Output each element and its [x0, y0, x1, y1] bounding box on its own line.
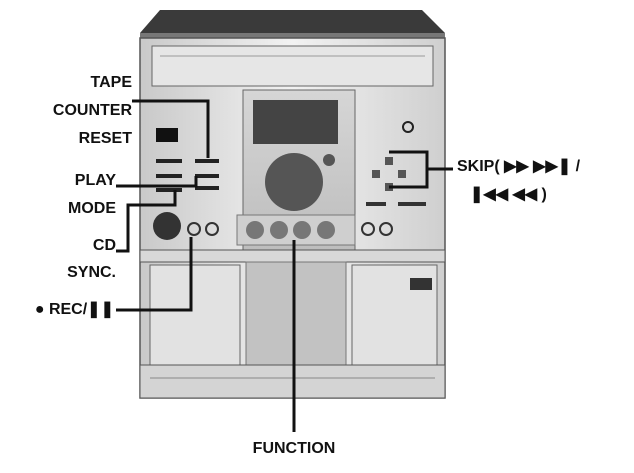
- knob-row: [236, 214, 356, 246]
- mode-label: MODE: [68, 200, 116, 217]
- tape-label: TAPE: [90, 74, 132, 91]
- play-label: PLAY: [74, 172, 116, 189]
- counter-label: COUNTER: [52, 102, 132, 119]
- rec-pause-label: ● REC/❚❚: [34, 301, 114, 318]
- reset-label: RESET: [78, 130, 132, 147]
- volume-knob: [153, 212, 181, 240]
- function-label: FUNCTION: [252, 440, 336, 457]
- skip-label-line2: ❚◀◀ ◀◀ ): [470, 186, 547, 203]
- cd-sync-leader: [116, 190, 177, 253]
- callout-lines: [116, 99, 453, 432]
- display-screen: [253, 100, 338, 144]
- tape-counter-reset-leader: [132, 99, 210, 158]
- left-controls: [153, 128, 219, 240]
- cd-label: CD: [92, 237, 116, 254]
- sync-label: SYNC.: [67, 264, 116, 281]
- rec-pause-leader: [116, 237, 193, 312]
- top-lid: [140, 10, 445, 38]
- cd-window: [265, 153, 323, 211]
- play-mode-leader: [116, 176, 198, 188]
- skip-label-line1: SKIP( ▶▶ ▶▶❚ /: [457, 158, 581, 175]
